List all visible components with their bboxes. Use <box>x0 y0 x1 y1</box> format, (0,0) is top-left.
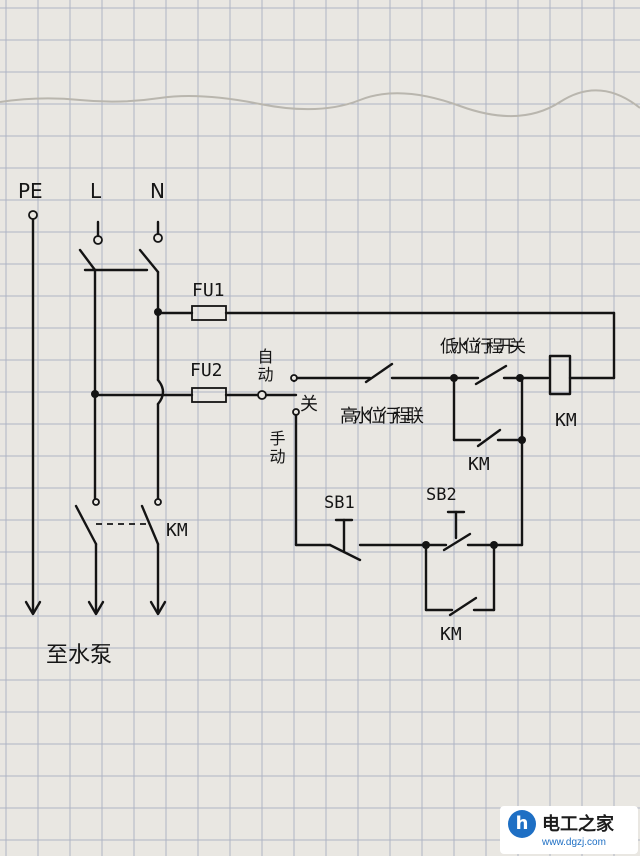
label-l: L <box>90 179 102 203</box>
label-n: N <box>150 179 165 203</box>
brand-logo-icon: h <box>508 810 536 838</box>
l-conductor <box>74 220 149 616</box>
label-to-pump: 至水泵 <box>46 643 112 668</box>
watermark-badge: h 电工之家 www.dgzj.com <box>500 806 638 854</box>
mode-selector-switch <box>290 374 300 416</box>
label-km-coil: KM <box>555 410 577 431</box>
sb1-stop-button <box>334 518 354 554</box>
label-km-aux-low: KM <box>468 454 490 475</box>
paper-tear-edge <box>0 89 640 118</box>
sb2-start-button <box>446 510 466 540</box>
brand-name: 电工之家 <box>542 814 614 835</box>
n-contact-terminal <box>154 498 162 506</box>
label-fu2: FU2 <box>190 360 223 381</box>
label-pe: PE <box>18 179 43 203</box>
label-km-aux-sb2: KM <box>440 624 462 645</box>
label-fu1: FU1 <box>192 280 225 301</box>
manual-branch <box>294 413 524 562</box>
l-contact-terminal <box>92 498 100 506</box>
label-high-level-switch: 高水位行程联 <box>340 406 424 427</box>
n-conductor <box>138 220 167 616</box>
fu2-branch <box>91 387 298 403</box>
fu1-branch <box>154 305 616 380</box>
label-km-main: KM <box>166 520 188 541</box>
km-hold-contact-sb2 <box>424 543 496 617</box>
label-low-level-switch: 低水位行程开关 <box>440 337 526 357</box>
label-auto: 自动 <box>255 348 274 384</box>
label-switch-off: 关 <box>300 394 318 415</box>
label-manual: 手动 <box>267 430 286 466</box>
label-sb1: SB1 <box>324 493 355 513</box>
brand-url: www.dgzj.com <box>542 837 606 848</box>
label-sb2: SB2 <box>426 485 457 505</box>
km-hold-contact-low <box>452 376 526 547</box>
pe-conductor <box>24 210 42 616</box>
